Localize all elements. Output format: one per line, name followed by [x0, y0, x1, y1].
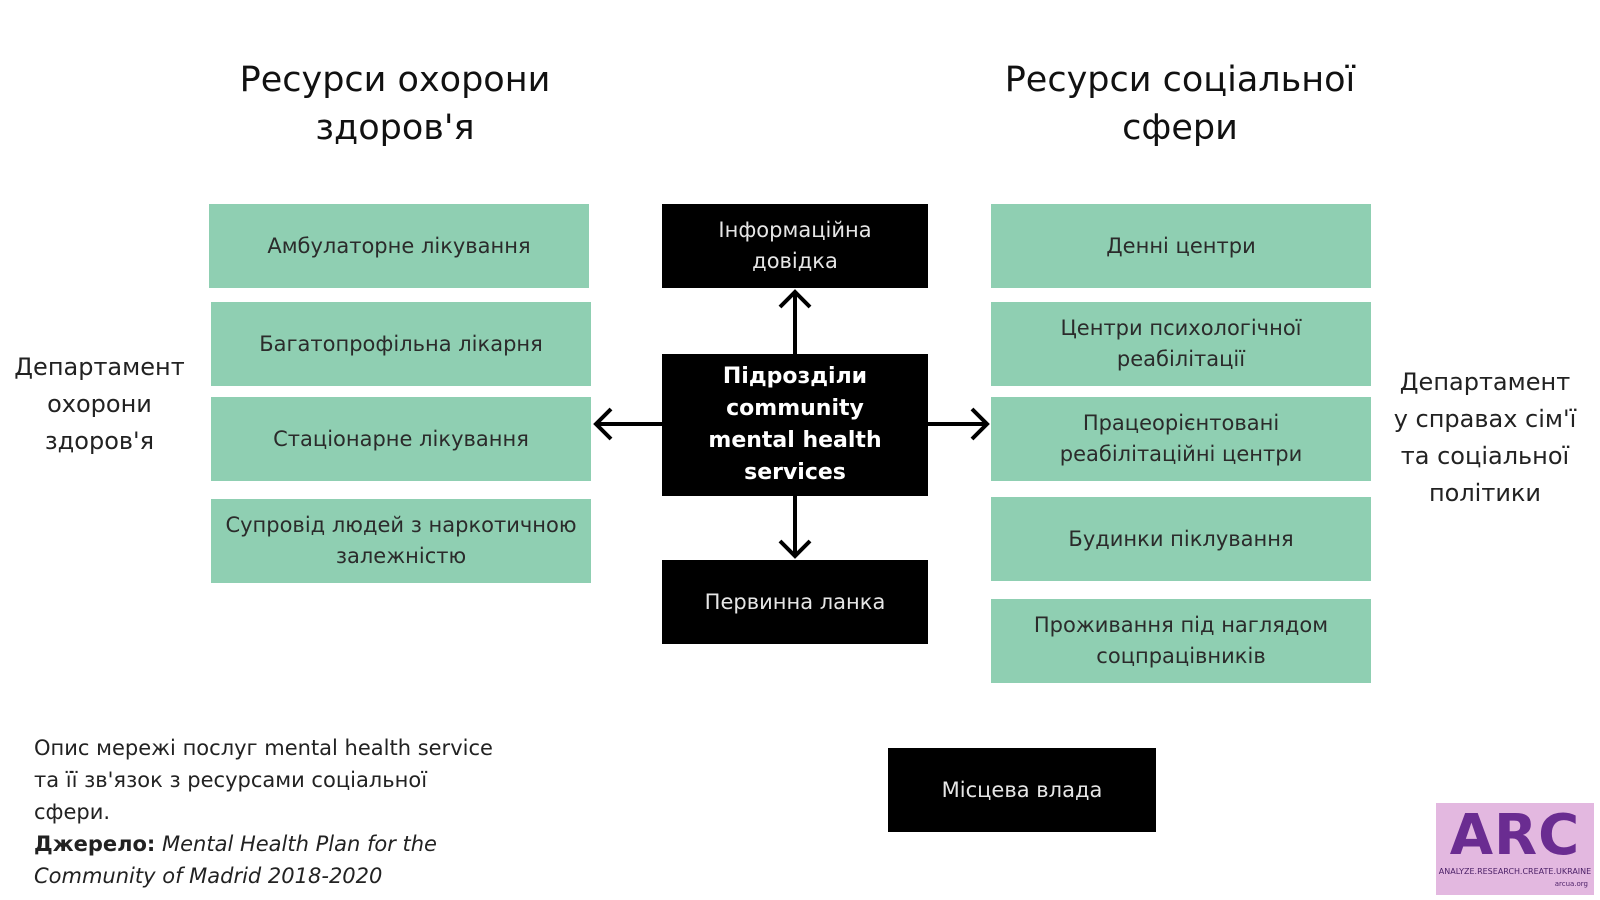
caption-source: Джерело: Mental Health Plan for the Comm…: [34, 828, 504, 892]
info-reference-box: Інформаційна довідка: [662, 204, 928, 288]
logo-url: arcua.org: [1554, 880, 1588, 888]
health-resource-box: Стаціонарне лікування: [211, 397, 591, 481]
caption-description: Опис мережі послуг mental health service…: [34, 736, 493, 824]
heading-social-resources: Ресурси соціальної сфери: [1004, 60, 1356, 148]
social-resource-box: Центри психологічної реабілітації: [991, 302, 1371, 386]
dept-social-label: Департамент у справах сім'ї та соціально…: [1393, 368, 1577, 507]
arrow-right-head: [970, 407, 990, 441]
health-resource-box: Супровід людей з наркотичною залежністю: [211, 499, 591, 583]
logo-tagline: ANALYZE.RESEARCH.CREATE.UKRAINE: [1436, 867, 1594, 877]
logo-word: ARC: [1449, 803, 1581, 868]
caption: Опис мережі послуг mental health service…: [34, 732, 504, 892]
arrow-left-head: [593, 407, 613, 441]
health-resource-box: Амбулаторне лікування: [209, 204, 589, 288]
heading-health-resources: Ресурси охорони здоров'я: [239, 60, 551, 148]
arrow-up-head: [778, 289, 812, 309]
arc-logo: ARC ANALYZE.RESEARCH.CREATE.UKRAINE arcu…: [1436, 803, 1594, 895]
social-resource-box: Проживання під наглядом соцпрацівників: [991, 599, 1371, 683]
primary-care-box: Первинна ланка: [662, 560, 928, 644]
arrow-down-head: [778, 539, 812, 559]
community-mental-health-box: Підрозділи community mental health servi…: [662, 354, 928, 496]
social-resource-box: Денні центри: [991, 204, 1371, 288]
social-resource-box: Працеорієнтовані реабілітаційні центри: [991, 397, 1371, 481]
source-title: Mental Health Plan for the Community of …: [34, 832, 437, 888]
source-label: Джерело:: [34, 832, 156, 856]
social-resource-box: Будинки піклування: [991, 497, 1371, 581]
dept-health-label: Департамент охорони здоров'я: [14, 353, 185, 455]
local-authority-box: Місцева влада: [888, 748, 1156, 832]
health-resource-box: Багатопрофільна лікарня: [211, 302, 591, 386]
